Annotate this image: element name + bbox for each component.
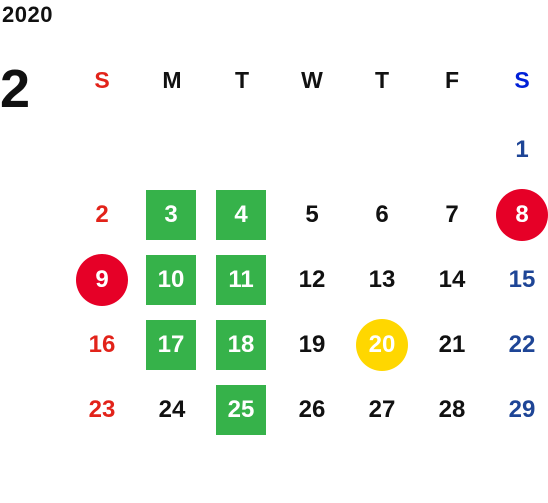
weekday-thu: T [374,66,390,93]
day-cell[interactable]: 29 [508,396,536,423]
month-number: 2 [0,59,31,119]
day-cell[interactable]: 2 [95,201,109,228]
day-cell[interactable]: 15 [508,266,536,293]
day-cell[interactable]: 22 [508,331,536,358]
weekday-fri: F [444,66,460,93]
day-cell[interactable]: 24 [158,396,186,423]
weekday-sun: S [94,66,110,93]
day-cell[interactable]: 5 [305,201,319,228]
day-cell[interactable]: 16 [88,331,116,358]
day-cell[interactable]: 19 [298,331,326,358]
day-cell[interactable]: 13 [368,266,396,293]
day-number: 20 [368,331,396,358]
day-cell-yellow-circle[interactable]: 20 [354,320,410,370]
day-cell-red-circle[interactable]: 9 [74,255,130,305]
day-cell-highlighted[interactable]: 17 [146,320,196,370]
day-cell[interactable]: 1 [515,136,529,163]
day-cell-highlighted[interactable]: 10 [146,255,196,305]
day-cell[interactable]: 28 [438,396,466,423]
day-cell-highlighted[interactable]: 3 [146,190,196,240]
weekday-tue: T [234,66,250,93]
day-number: 8 [515,201,529,228]
day-cell[interactable]: 23 [88,396,116,423]
day-cell[interactable]: 26 [298,396,326,423]
day-cell-highlighted[interactable]: 18 [216,320,266,370]
day-cell-highlighted[interactable]: 4 [216,190,266,240]
day-cell-highlighted[interactable]: 11 [216,255,266,305]
day-cell[interactable]: 7 [445,201,459,228]
day-cell-highlighted[interactable]: 25 [216,385,266,435]
year-label: 2020 [2,2,53,27]
day-cell[interactable]: 12 [298,266,326,293]
day-cell[interactable]: 27 [368,396,396,423]
weekday-sat: S [514,66,530,93]
weekday-mon: M [162,66,182,93]
day-cell[interactable]: 6 [375,201,389,228]
day-cell-red-circle[interactable]: 8 [494,190,548,240]
day-cell[interactable]: 14 [438,266,466,293]
weekday-wed: W [301,66,323,93]
day-number: 9 [95,266,109,293]
day-cell[interactable]: 21 [438,331,466,358]
